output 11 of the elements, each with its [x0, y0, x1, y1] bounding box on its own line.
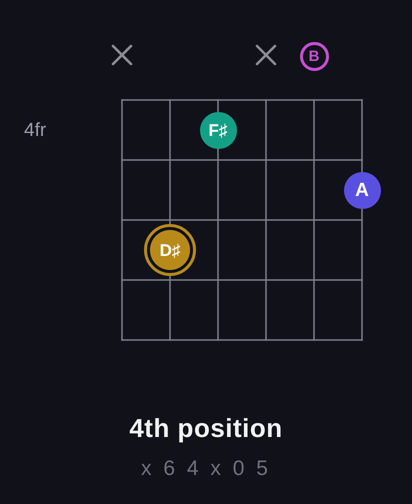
- root-note-dot: [144, 224, 196, 276]
- note-name: F♯: [208, 122, 228, 138]
- finger-dot: [344, 172, 380, 208]
- note-name: A: [355, 180, 369, 200]
- note-name: D♯: [160, 242, 180, 258]
- note-name: B: [308, 48, 320, 64]
- fingering-text: x 6 4 x 0 5: [141, 458, 271, 479]
- open-string-ring: [300, 42, 328, 70]
- fret-number: 4fr: [24, 121, 46, 140]
- position-caption: 4th position: [129, 415, 283, 441]
- finger-dot: [200, 112, 236, 148]
